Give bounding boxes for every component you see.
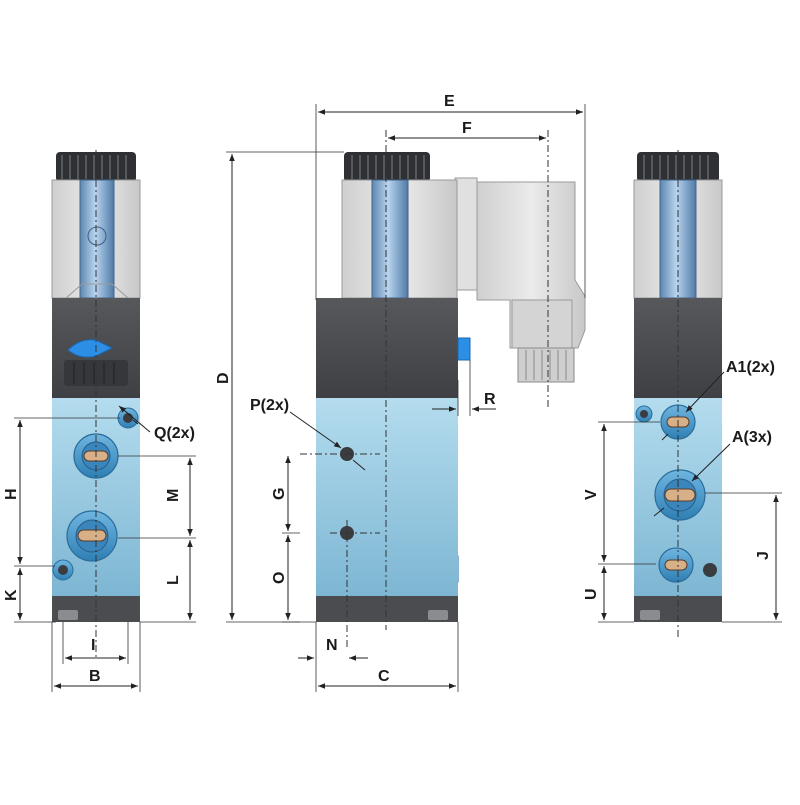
stem-tube-front	[371, 179, 409, 299]
dim-label-D: D	[215, 372, 232, 384]
dim-label-Q: Q(2x)	[154, 425, 195, 442]
right-side-view	[633, 150, 723, 640]
blue-body-front	[316, 398, 458, 596]
dim-label-J: J	[755, 551, 772, 560]
pilot-port-left-top	[117, 407, 139, 429]
dim-label-G: G	[271, 488, 288, 500]
dim-label-F: F	[462, 120, 472, 137]
dim-label-A1: A1(2x)	[726, 359, 775, 376]
stem-tube-left	[79, 179, 115, 299]
dim-label-N: N	[326, 637, 338, 654]
port-left-lower	[66, 510, 118, 562]
dim-label-H: H	[3, 488, 20, 500]
dark-block-front	[316, 298, 458, 398]
right-dimensions: A1(2x) A(3x) V U J	[583, 359, 782, 623]
port-A-center	[654, 469, 706, 521]
knurled-cap-front	[344, 152, 430, 182]
dim-label-P: P(2x)	[250, 397, 289, 414]
dim-label-M: M	[165, 489, 182, 502]
front-view	[300, 130, 586, 650]
dim-label-L: L	[165, 575, 182, 585]
connector-plug	[454, 177, 586, 383]
dim-label-V: V	[583, 489, 600, 500]
port-A-lower	[658, 547, 694, 583]
dim-label-U: U	[583, 588, 600, 600]
dim-label-B: B	[89, 668, 101, 685]
dim-label-I: I	[91, 637, 95, 654]
dim-label-K: K	[3, 589, 20, 601]
dim-label-O: O	[271, 572, 288, 584]
dim-label-C: C	[378, 668, 390, 685]
left-side-view	[51, 150, 141, 660]
pilot-port-right-top	[635, 405, 653, 423]
dim-label-R: R	[484, 391, 496, 408]
dim-label-E: E	[444, 93, 455, 110]
pilot-port-right-bottom	[703, 563, 717, 577]
dim-label-A: A(3x)	[732, 429, 772, 446]
pilot-port-left-bottom	[52, 559, 74, 581]
manual-override-indicator-icon	[67, 339, 114, 358]
left-dimensions: H K M L I B Q(2x)	[3, 405, 196, 692]
front-dimensions: E F D R P(2x) G O N C	[215, 93, 586, 692]
